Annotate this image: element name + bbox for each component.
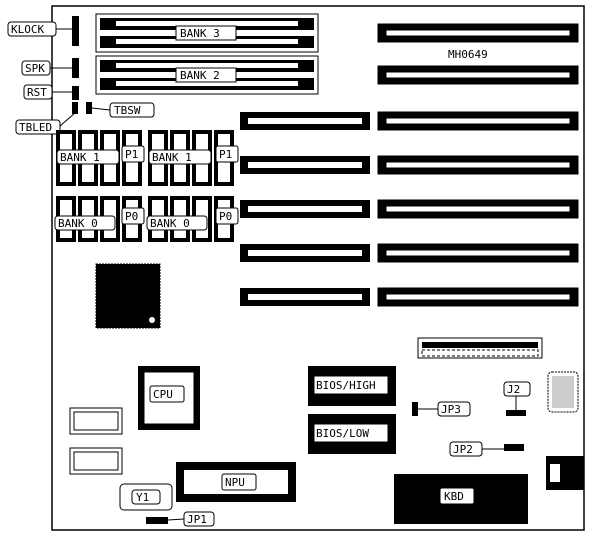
rst-label: RST: [27, 86, 47, 99]
front-panel-headers: [72, 16, 92, 114]
connector-j2: J2: [503, 381, 531, 416]
bank0-left-label: BANK 0: [58, 217, 98, 230]
simm-bank-2: BANK 2: [95, 55, 319, 95]
simm-bank-3: BANK 3: [95, 13, 319, 53]
tbled-label: TBLED: [19, 121, 52, 134]
jp2-label: JP2: [453, 443, 473, 456]
cpu-label: CPU: [153, 388, 173, 401]
jumper-jp3: JP3: [412, 401, 471, 417]
p0-left-label: P0: [125, 210, 138, 223]
jp3-label: JP3: [441, 403, 461, 416]
p0-right-label: P0: [219, 210, 232, 223]
expansion-slot: [240, 200, 370, 218]
keyboard-port: [546, 456, 584, 490]
crystal-y1: Y1: [119, 483, 173, 511]
j2-label: J2: [507, 383, 520, 396]
bios-high-label: BIOS/HIGH: [316, 379, 376, 392]
kbd-label: KBD: [444, 490, 464, 503]
jp1-label: JP1: [187, 513, 207, 526]
y1-label: Y1: [136, 491, 149, 504]
battery-component: [547, 371, 579, 413]
jumper-jp1: JP1: [146, 511, 215, 527]
expansion-slot: [240, 156, 370, 174]
npu-label: NPU: [225, 476, 245, 489]
expansion-slot: [377, 243, 579, 263]
expansion-slot: [377, 155, 579, 175]
spk-callout: SPK: [21, 60, 72, 76]
p1-right-label: P1: [219, 148, 232, 161]
expansion-slot: [377, 287, 579, 307]
model-number: MH0649: [448, 48, 488, 61]
expansion-slots-left: [240, 112, 370, 306]
tbsw-callout: TBSW: [91, 102, 155, 118]
expansion-slot: [240, 112, 370, 130]
expansion-slot: [377, 111, 579, 131]
spk-label: SPK: [25, 62, 45, 75]
expansion-slot: [377, 65, 579, 85]
klock-callout: KLOCK: [7, 21, 72, 37]
bios-high-chip: BIOS/HIGH: [308, 366, 396, 406]
expansion-slot: [377, 23, 579, 43]
bank2-label: BANK 2: [180, 69, 220, 82]
expansion-slot: [240, 244, 370, 262]
cpu-socket: CPU: [138, 366, 200, 430]
expansion-slot: [377, 199, 579, 219]
p1-left-label: P1: [125, 148, 138, 161]
keyboard-controller: KBD: [394, 474, 528, 524]
jumper-jp2: JP2: [449, 441, 524, 457]
misc-components: [69, 407, 123, 475]
tbled-callout: TBLED: [15, 112, 76, 135]
bank0-right-label: BANK 0: [150, 217, 190, 230]
klock-label: KLOCK: [11, 23, 44, 36]
rst-callout: RST: [23, 84, 72, 100]
expansion-slot: [240, 288, 370, 306]
npu-socket: NPU: [176, 462, 296, 502]
bios-low-label: BIOS/LOW: [316, 427, 369, 440]
bank1-left-label: BANK 1: [60, 151, 100, 164]
tbsw-label: TBSW: [114, 104, 141, 117]
bios-low-chip: BIOS/LOW: [308, 414, 396, 454]
expansion-slots-right: [377, 23, 579, 307]
dip-array: [417, 337, 543, 359]
bank3-label: BANK 3: [180, 27, 220, 40]
chipset-plcc: [95, 263, 161, 329]
bank1-right-label: BANK 1: [152, 151, 192, 164]
